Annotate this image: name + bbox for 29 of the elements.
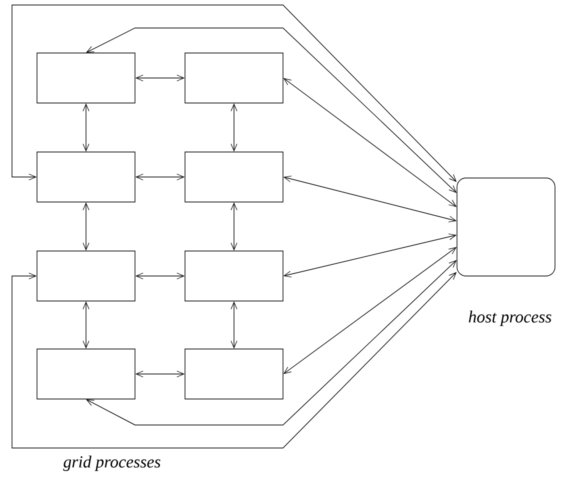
arrow	[135, 74, 185, 82]
arrow	[230, 103, 238, 152]
process-box	[184, 348, 284, 400]
arrow	[12, 272, 457, 448]
arrow	[283, 234, 457, 278]
arrow	[135, 174, 185, 180]
process-box	[36, 52, 136, 104]
process-box	[36, 152, 136, 202]
arrow	[86, 28, 457, 193]
process-box	[184, 250, 284, 302]
arrow	[135, 272, 185, 280]
arrow	[283, 78, 457, 207]
process-box	[184, 152, 284, 202]
caption: host process	[468, 310, 552, 326]
arrow	[230, 301, 238, 349]
arrow	[135, 370, 185, 378]
process-box	[184, 52, 284, 104]
group-caption: grid processes	[63, 456, 160, 472]
arrow	[82, 202, 90, 251]
arrow	[230, 202, 238, 251]
arrow	[12, 4, 457, 182]
process-box	[36, 348, 136, 400]
arrow	[82, 301, 90, 349]
host-box	[456, 178, 556, 276]
arrow	[283, 176, 457, 222]
arrow	[86, 260, 457, 426]
arrow	[283, 246, 457, 374]
arrow	[82, 103, 90, 152]
process-box	[36, 250, 136, 302]
